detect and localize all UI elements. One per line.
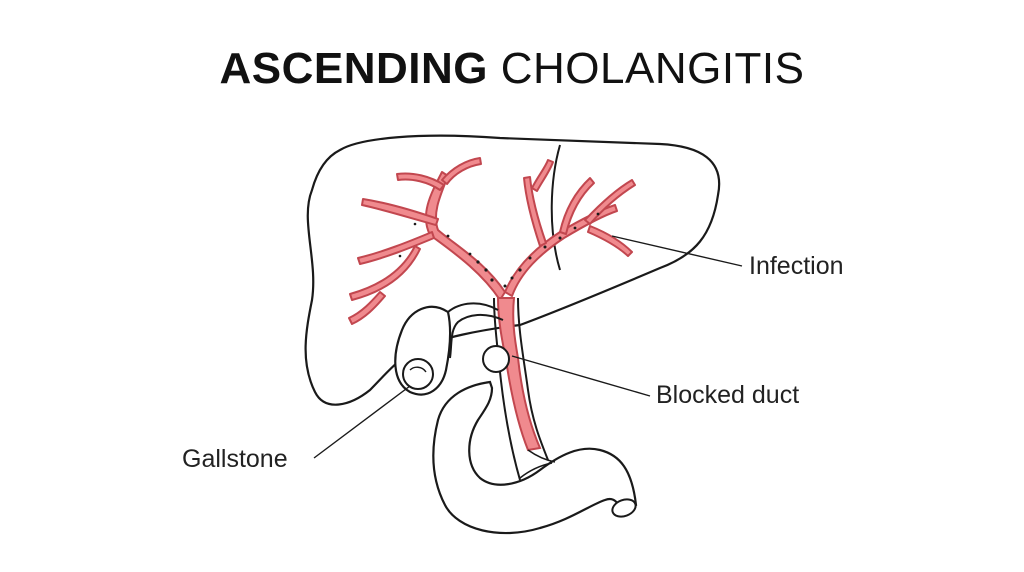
infection-dots: [398, 212, 600, 288]
diagram-title: ASCENDING CHOLANGITIS: [0, 44, 1024, 94]
label-infection: Infection: [749, 252, 844, 280]
title-bold: ASCENDING: [219, 44, 488, 93]
inflamed-ducts-left: [348, 157, 506, 325]
label-gallstone: Gallstone: [182, 445, 288, 473]
gallstone-in-gallbladder: [402, 358, 434, 390]
gallstone-in-duct: [482, 345, 510, 373]
inflamed-ducts-right: [504, 159, 636, 297]
title-light: CHOLANGITIS: [500, 44, 805, 93]
duodenal-papilla: [519, 449, 556, 479]
leader-infection: [611, 235, 743, 267]
leader-gallstone: [313, 385, 411, 459]
gallstone-detail: [409, 366, 427, 373]
duct-outline-right: [517, 297, 549, 461]
leader-blocked-duct: [511, 355, 651, 397]
duodenum-end: [611, 498, 637, 518]
label-blocked-duct: Blocked duct: [656, 381, 800, 409]
liver-lobe-line: [550, 144, 561, 271]
duodenum: [432, 380, 638, 535]
